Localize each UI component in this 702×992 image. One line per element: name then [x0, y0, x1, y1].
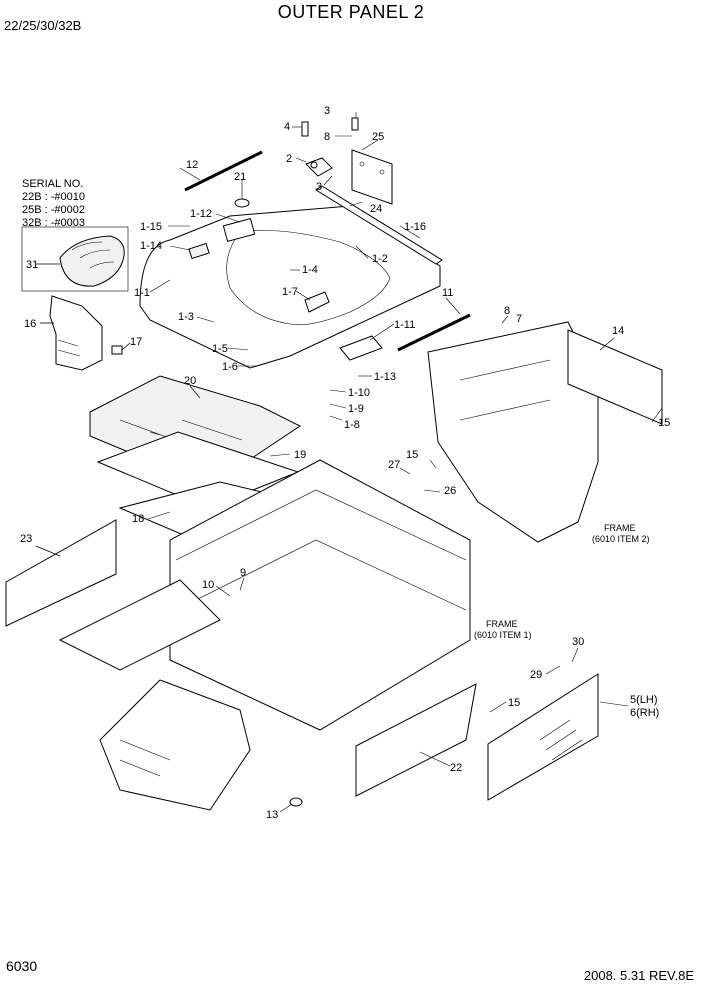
page-title: OUTER PANEL 2 — [277, 2, 425, 22]
serial-line: 32B : -#0003 — [22, 217, 85, 229]
label-1-15: 1-15 — [140, 221, 162, 233]
frame-assembly — [58, 459, 471, 811]
frame-note-a-ref: (6010 ITEM 2) — [592, 534, 650, 544]
label-1-13: 1-13 — [374, 371, 396, 383]
label-1-1: 1-1 — [134, 287, 150, 299]
serial-heading: SERIAL NO. — [22, 178, 84, 190]
serial-line: 25B : -#0002 — [22, 204, 85, 216]
label-5-lh: 5(LH) — [630, 694, 658, 706]
label-6-rh: 6(RH) — [630, 707, 659, 719]
model-list: 22/25/30/32B — [4, 18, 82, 33]
label-16: 16 — [24, 318, 36, 330]
label-1-14: 1-14 — [140, 240, 162, 252]
serial-note: SERIAL NO. 22B : -#0010 25B : -#0002 32B… — [22, 178, 85, 230]
label-21: 21 — [234, 171, 246, 183]
bolt-4 — [301, 121, 309, 137]
part-14-panel — [567, 329, 663, 425]
washer-21 — [234, 198, 250, 208]
label-1-7: 1-7 — [282, 286, 298, 298]
label-1-3: 1-3 — [178, 311, 194, 323]
part-11-gas-strut — [397, 313, 471, 352]
label-1-11: 1-11 — [394, 319, 415, 331]
part-13-plug — [289, 797, 303, 807]
serial-inset-box — [21, 226, 129, 292]
part-16-bracket — [40, 295, 103, 371]
part-1-11-bracket — [339, 335, 383, 361]
label-1-2: 1-2 — [372, 253, 388, 265]
revision-note: 2008. 5.31 REV.8E — [583, 968, 694, 983]
label-1-9: 1-9 — [348, 403, 364, 415]
part-23-side-panel — [5, 519, 117, 627]
label-18: 18 — [132, 513, 144, 525]
label-9: 9 — [240, 567, 246, 579]
part-5-6-side-panel — [487, 673, 599, 801]
label-20: 20 — [184, 375, 196, 387]
label-15-right: 15 — [658, 417, 670, 429]
bolt-3 — [351, 117, 359, 131]
label-1-8: 1-8 — [344, 419, 360, 431]
label-10: 10 — [202, 579, 214, 591]
frame-note-b-ref: (6010 ITEM 1) — [474, 630, 532, 640]
label-26: 26 — [444, 485, 456, 497]
label-13: 13 — [266, 809, 278, 821]
part-2-hinge — [305, 157, 333, 177]
label-12: 12 — [186, 159, 198, 171]
label-2: 2 — [286, 153, 292, 165]
bolt-17 — [111, 342, 131, 355]
label-1-10: 1-10 — [348, 387, 370, 399]
label-15-mid: 15 — [406, 449, 418, 461]
label-1-6: 1-6 — [222, 361, 238, 373]
label-3: 3 — [324, 105, 330, 117]
label-1-5: 1-5 — [212, 343, 228, 355]
part-12-gas-strut — [184, 150, 263, 192]
label-11: 11 — [442, 287, 453, 299]
label-8: 8 — [324, 131, 330, 143]
label-17: 17 — [130, 336, 142, 348]
label-14: 14 — [612, 325, 624, 337]
label-1-16: 1-16 — [404, 221, 426, 233]
label-27: 27 — [388, 459, 400, 471]
label-1-4: 1-4 — [302, 264, 318, 276]
label-24: 24 — [370, 203, 382, 215]
part-22-lower-panel — [355, 683, 477, 797]
frame-note-b-title: FRAME — [486, 619, 518, 629]
label-8-right: 8 — [504, 305, 510, 317]
label-22: 22 — [450, 762, 462, 774]
label-15-lower: 15 — [508, 697, 520, 709]
label-1-12: 1-12 — [190, 208, 212, 220]
leader-lines — [147, 112, 663, 813]
label-19: 19 — [294, 449, 306, 461]
label-31: 31 — [26, 259, 38, 271]
frame-note-a-title: FRAME — [604, 523, 636, 533]
part-labels: 3 4 8 25 2 12 21 3 24 1-15 1-12 1-16 1-1… — [20, 105, 670, 821]
serial-line: 22B : -#0010 — [22, 191, 85, 203]
label-4: 4 — [284, 121, 290, 133]
label-30: 30 — [572, 636, 584, 648]
part-25-bracket — [351, 149, 393, 205]
label-3-lower: 3 — [316, 181, 322, 193]
label-7: 7 — [516, 313, 522, 325]
page-number: 6030 — [6, 958, 38, 974]
label-23: 23 — [20, 533, 32, 545]
part-1-16-strip — [315, 185, 443, 265]
part-1-1-cover — [139, 205, 441, 369]
label-29: 29 — [530, 669, 542, 681]
label-25: 25 — [372, 131, 384, 143]
